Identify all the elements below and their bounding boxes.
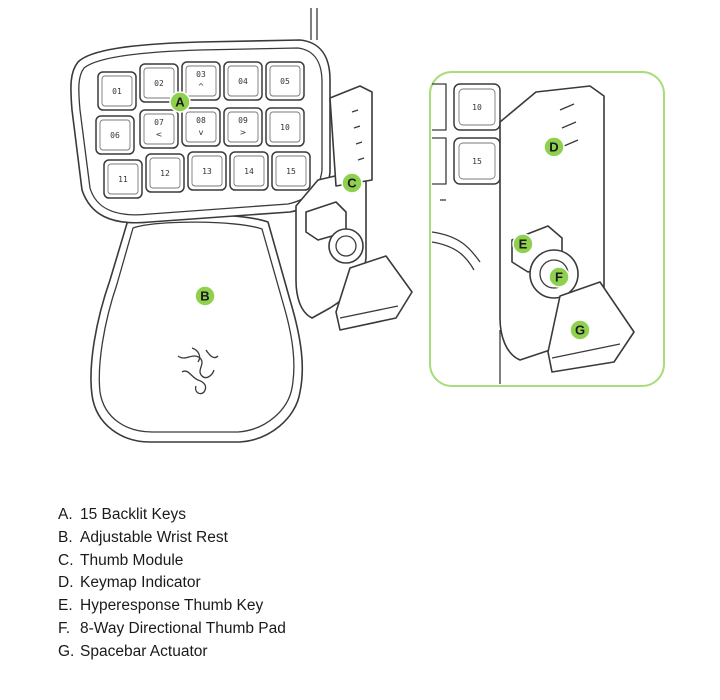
legend-letter: D. [58, 574, 74, 592]
key-label: 14 [244, 167, 254, 176]
key-label: 13 [202, 167, 212, 176]
thumb-module [295, 85, 413, 331]
callout-d: D [543, 136, 565, 158]
key-label: 01 [112, 87, 122, 96]
zoom-panel: 10 15 [429, 71, 665, 387]
legend-letter: C. [58, 551, 74, 569]
key-label: 06 [110, 131, 120, 140]
zoom-key-10: 10 [453, 83, 501, 131]
legend-text: 8-Way Directional Thumb Pad [80, 619, 286, 637]
legend-letter: G. [58, 642, 75, 660]
legend-text: Hyperesponse Thumb Key [80, 597, 264, 615]
legend-letter: E. [58, 597, 73, 615]
legend-item: A. 15 Backlit Keys [58, 504, 286, 527]
legend-text: Spacebar Actuator [80, 642, 208, 660]
key-label: 09 [238, 116, 248, 125]
partial-key [432, 137, 447, 185]
key-06: 06 [95, 115, 135, 155]
callout-b: B [194, 285, 216, 307]
legend-item: B. Adjustable Wrist Rest [58, 527, 286, 550]
backlit-keys: 01 02 03 ^ 04 05 06 07 <08 v 09 >10 11 12 13 14 15 [95, 61, 311, 199]
key-arrow-icon: v [199, 128, 204, 137]
zoom-key-label: 10 [472, 103, 482, 112]
zoom-key-label: 15 [472, 157, 482, 166]
key-08: 08 v [181, 107, 221, 147]
legend-item: E. Hyperesponse Thumb Key [58, 595, 286, 618]
key-label: 08 [196, 116, 206, 125]
key-label: 15 [286, 167, 296, 176]
key-arrow-icon: < [156, 130, 163, 139]
legend-item: F. 8-Way Directional Thumb Pad [58, 618, 286, 641]
key-03: 03 ^ [181, 61, 221, 101]
key-07: 07 < [139, 109, 179, 149]
legend-letter: B. [58, 528, 73, 546]
partial-key [432, 83, 447, 131]
legend-item: G. Spacebar Actuator [58, 641, 286, 664]
key-label: 03 [196, 70, 206, 79]
legend-text: Keymap Indicator [80, 574, 201, 592]
svg-text:D: D [549, 140, 558, 155]
key-label: 11 [118, 175, 128, 184]
svg-text:G: G [575, 323, 585, 338]
key-02: 02 [139, 63, 179, 103]
razer-logo-icon [177, 347, 219, 395]
cable [310, 8, 318, 40]
legend-item: D. Keymap Indicator [58, 572, 286, 595]
svg-text:F: F [555, 270, 563, 285]
wrist-rest [90, 213, 304, 443]
key-15: 15 [271, 151, 311, 191]
key-arrow-icon: ^ [198, 82, 205, 91]
legend-text: Thumb Module [80, 551, 184, 569]
key-label: 12 [160, 169, 170, 178]
key-label: 05 [280, 77, 290, 86]
key-10: 10 [265, 107, 305, 147]
zoom-key-15: 15 [453, 137, 501, 185]
svg-text:A: A [175, 95, 185, 110]
zoom-keys: 10 15 [432, 83, 501, 185]
key-11: 11 [103, 159, 143, 199]
key-label: 04 [238, 77, 248, 86]
key-05: 05 [265, 61, 305, 101]
legend-text: Adjustable Wrist Rest [80, 528, 228, 546]
key-13: 13 [187, 151, 227, 191]
key-arrow-icon: > [240, 128, 247, 137]
key-label: 02 [154, 79, 164, 88]
svg-text:E: E [519, 237, 528, 252]
callout-a: A [169, 91, 191, 113]
svg-text:B: B [200, 289, 209, 304]
callout-e: E [512, 233, 534, 255]
callout-f: F [548, 266, 570, 288]
legend-letter: F. [58, 619, 71, 637]
key-label: 07 [154, 118, 164, 127]
legend-item: C. Thumb Module [58, 550, 286, 573]
svg-text:C: C [347, 176, 357, 191]
legend-text: 15 Backlit Keys [80, 506, 186, 523]
legend-letter: A. [58, 506, 73, 523]
callout-c: C [341, 172, 363, 194]
key-14: 14 [229, 151, 269, 191]
key-09: 09 > [223, 107, 263, 147]
key-04: 04 [223, 61, 263, 101]
key-label: 10 [280, 123, 290, 132]
key-12: 12 [145, 153, 185, 193]
key-01: 01 [97, 71, 137, 111]
callout-g: G [569, 319, 591, 341]
